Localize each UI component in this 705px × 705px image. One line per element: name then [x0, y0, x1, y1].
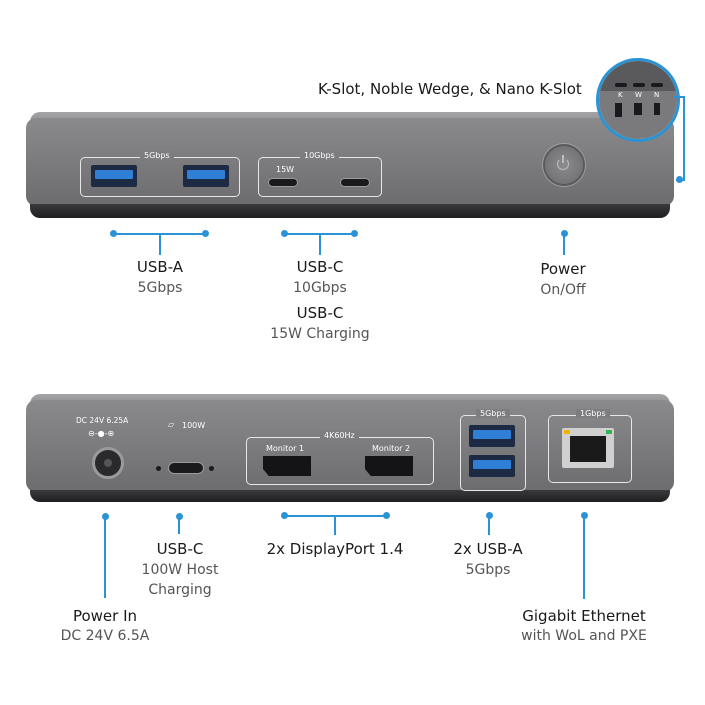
monitor1-label: Monitor 1: [266, 444, 305, 453]
lock-slot-k: [615, 103, 622, 117]
usbc-host-connector: [178, 516, 180, 534]
dc-polarity-icon: ⊖-●-⊕: [88, 429, 115, 438]
usbc-15w-callout-sub: 15W Charging: [270, 326, 370, 342]
usbc-front-callout-sub: 10Gbps: [293, 280, 347, 296]
lock-slot-k-top: [615, 83, 627, 87]
usba-rear-callout-sub: 5Gbps: [465, 562, 511, 578]
power-button[interactable]: [543, 144, 585, 186]
host-watt-label: 100W: [182, 421, 206, 430]
power-icon-stem: [562, 155, 564, 163]
ethernet-callout-sub: with WoL and PXE: [521, 628, 647, 644]
usbc-host-callout-title: USB-C: [156, 540, 204, 558]
displayport-1[interactable]: [263, 456, 311, 476]
lock-slot-w: [634, 103, 642, 115]
usbc-front-connector: [319, 233, 321, 255]
monitor2-label: Monitor 2: [372, 444, 411, 453]
usbc-host-callout-sub: 100W Host: [141, 562, 219, 578]
lock-slot-n-top: [651, 83, 663, 87]
usba-port-1[interactable]: [91, 165, 137, 187]
top-dock-base: [30, 204, 670, 218]
displayport-bracket-dot-right: [383, 512, 390, 519]
bottom-dock-base: [30, 490, 670, 502]
displayport-callout-title: 2x DisplayPort 1.4: [266, 540, 404, 558]
usbc-front-bracket-dot-right: [351, 230, 358, 237]
usbc-front-bracket-dot-left: [281, 230, 288, 237]
displayport-connector: [334, 515, 336, 535]
usba-rear-port-1[interactable]: [469, 425, 515, 447]
laptop-charge-icon: ▱: [168, 420, 175, 429]
ethernet-port-socket: [570, 436, 606, 462]
usba-port-2[interactable]: [183, 165, 229, 187]
power-connector: [563, 233, 565, 255]
dc-power-jack-pin: [104, 459, 112, 467]
usbc-front-group-label: 10Gbps: [300, 151, 339, 160]
usba-front-group-label: 5Gbps: [140, 151, 174, 160]
ethernet-callout-title: Gigabit Ethernet: [522, 607, 646, 625]
power-icon: [557, 158, 569, 170]
power-in-connector: [104, 516, 106, 598]
usba-rear-connector: [488, 515, 490, 535]
kslot-callout-title: K-Slot, Noble Wedge, & Nano K-Slot: [318, 80, 582, 98]
usba-front-connector: [159, 233, 161, 255]
ethernet-led-green: [606, 430, 612, 434]
lock-slot-zoom-front: [599, 91, 677, 139]
power-callout-sub: On/Off: [540, 282, 586, 298]
power-in-callout-sub: DC 24V 6.5A: [60, 628, 150, 644]
lock-slot-letter-k: K: [618, 91, 623, 99]
kslot-connector-v: [683, 96, 685, 180]
usbc-15w-port[interactable]: [268, 178, 298, 187]
usba-front-callout-title: USB-A: [136, 258, 184, 276]
usbc-front-group-box: [258, 157, 382, 197]
ethernet-port[interactable]: [562, 428, 614, 468]
ethernet-led-amber: [564, 430, 570, 434]
power-callout-title: Power: [540, 260, 586, 278]
usbc-15w-label: 15W: [276, 165, 295, 174]
displayport-group-label: 4K60Hz: [320, 431, 359, 440]
usba-rear-port-2[interactable]: [469, 455, 515, 477]
displayport-bracket-dot-left: [281, 512, 288, 519]
power-in-callout-title: Power In: [72, 607, 138, 625]
displayport-2[interactable]: [365, 456, 413, 476]
usbc-15w-callout-title: USB-C: [296, 304, 344, 322]
lock-slot-letter-w: W: [635, 91, 642, 99]
kslot-connector-h1: [674, 96, 684, 98]
lock-slot-n: [654, 103, 660, 115]
usbc-10gbps-port[interactable]: [340, 178, 370, 187]
usbc-host-callout-sub2: Charging: [148, 582, 212, 598]
usbc-host-port[interactable]: [168, 462, 204, 474]
lock-slot-zoom-inset: K W N: [596, 58, 680, 142]
lock-slot-letter-n: N: [654, 91, 660, 99]
lock-slot-w-top: [633, 83, 645, 87]
ethernet-group-label: 1Gbps: [576, 409, 610, 418]
kslot-connector-dot: [676, 176, 683, 183]
usbc-front-callout-title: USB-C: [296, 258, 344, 276]
dc-power-jack[interactable]: [92, 447, 124, 479]
host-led-left: [156, 466, 161, 471]
host-led-right: [209, 466, 214, 471]
usba-front-callout-sub: 5Gbps: [137, 280, 183, 296]
usba-rear-group-label: 5Gbps: [476, 409, 510, 418]
ethernet-connector: [583, 515, 585, 599]
usba-front-bracket-dot-right: [202, 230, 209, 237]
dc-label: DC 24V 6.25A: [76, 416, 129, 425]
usba-front-bracket-dot-left: [110, 230, 117, 237]
usba-rear-callout-title: 2x USB-A: [453, 540, 523, 558]
